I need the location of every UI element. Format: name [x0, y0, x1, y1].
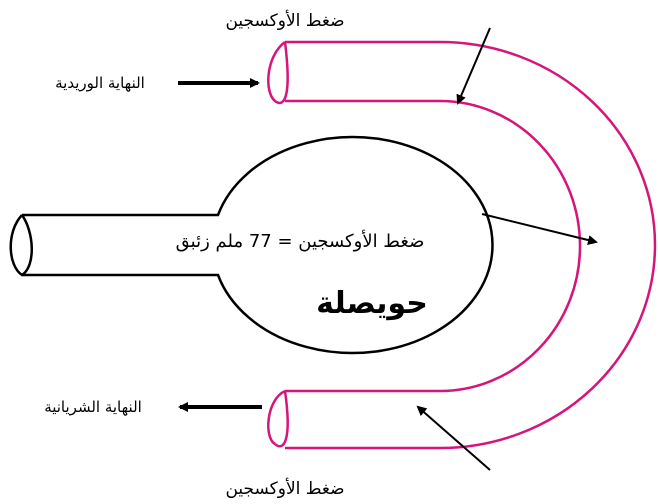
- label-alveolus-pressure: ضغط الأوكسجين = 77 ملم زئبق: [176, 230, 425, 252]
- label-alveolus: حويصلة: [316, 286, 428, 321]
- label-oxygen-top: ضغط الأوكسجين: [225, 10, 344, 31]
- label-arterial-end: النهاية الشريانية: [44, 398, 142, 416]
- capillary-outer-wall: [285, 40, 657, 450]
- capillary-arterial-opening: [267, 389, 289, 448]
- arrow-oxygen-top: [456, 27, 491, 105]
- capillary-inner-wall: [285, 99, 582, 393]
- capillary-tube: [267, 40, 657, 450]
- label-oxygen-bottom: ضغط الأوكسجين: [225, 478, 344, 499]
- label-venous-end: النهاية الوريدية: [55, 74, 145, 92]
- arrows: [178, 27, 598, 471]
- capillary-venous-opening: [267, 40, 289, 105]
- arrow-oxygen-bottom: [416, 405, 491, 471]
- alveolus-shape: [9, 135, 494, 355]
- alveolus-duct-opening: [9, 214, 33, 277]
- arrow-alveolus-to-capillary: [481, 213, 598, 245]
- alveolus-outline: [22, 135, 494, 355]
